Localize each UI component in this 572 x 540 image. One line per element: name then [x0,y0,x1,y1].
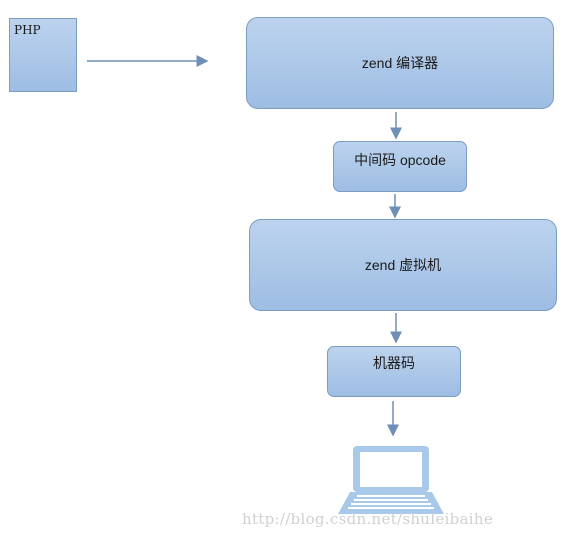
php-node: PHP [9,18,77,92]
machine-code-label: 机器码 [373,355,415,371]
zend-vm-label: zend 虚拟机 [364,257,442,273]
opcode-label: 中间码 opcode [354,152,446,168]
php-label: PHP [14,23,41,37]
opcode-node: 中间码 opcode [333,141,467,192]
watermark-url: http://blog.csdn.net/shuleibaihe [242,510,493,528]
laptop-icon [338,446,444,514]
zend-vm-node: zend 虚拟机 [249,219,557,311]
zend-compiler-label: zend 编译器 [361,55,439,71]
machine-code-node: 机器码 [327,346,461,397]
zend-compiler-node: zend 编译器 [246,17,554,109]
